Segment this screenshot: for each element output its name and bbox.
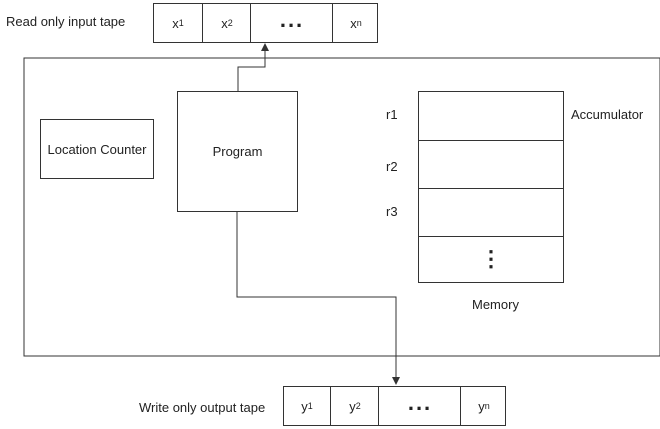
memory-label: Memory [472, 297, 519, 312]
program-to-output-arrow [236, 212, 400, 385]
program-label: Program [212, 144, 263, 159]
vertical-ellipsis: ⋮ [480, 246, 502, 271]
ellipsis: ... [279, 7, 305, 32]
program-box: Program [177, 91, 298, 212]
register-label: r1 [386, 107, 398, 122]
register-label: r2 [386, 159, 398, 174]
memory-cell-r2 [419, 140, 563, 189]
ellipsis: ... [407, 390, 433, 415]
program-to-input-arrow [237, 43, 269, 91]
memory-cell-r3 [419, 188, 563, 237]
location-counter-box: Location Counter [40, 119, 154, 179]
input-tape-label: Read only input tape [6, 14, 126, 29]
machine-frame [23, 57, 660, 357]
accumulator-label: Accumulator [571, 107, 644, 122]
input-tape-ellipsis-cell: ... [250, 4, 333, 42]
register-label: r3 [386, 204, 398, 219]
output-tape-ellipsis-cell: ... [378, 387, 461, 425]
output-tape-label: Write only output tape [139, 400, 266, 415]
memory-block: ⋮ [418, 91, 564, 283]
memory-cell-more: ⋮ [419, 236, 563, 282]
location-counter-label: Location Counter [47, 141, 147, 157]
memory-cell-r1 [419, 92, 563, 141]
